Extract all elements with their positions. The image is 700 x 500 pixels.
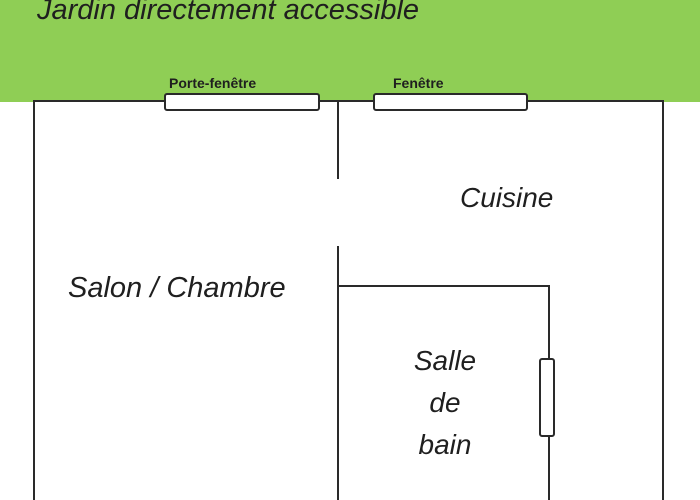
bathroom-top-wall xyxy=(337,285,550,287)
fenetre-opening xyxy=(373,93,528,111)
fenetre-label: Fenêtre xyxy=(393,75,444,91)
salle-de-bain-line-1: Salle xyxy=(413,345,477,376)
cuisine-label: Cuisine xyxy=(460,182,554,213)
porte-fenetre-label: Porte-fenêtre xyxy=(169,75,257,91)
porte-fenetre-opening xyxy=(164,93,320,111)
salle-de-bain-line-2: de xyxy=(429,387,461,418)
garden-title: Jardin directement accessible xyxy=(37,0,420,26)
right-wall xyxy=(662,100,664,500)
partition-wall-lower xyxy=(337,246,339,500)
top-wall xyxy=(33,100,664,102)
garden-area: Jardin directement accessible xyxy=(0,0,700,102)
left-wall xyxy=(33,100,35,500)
salle-de-bain-line-3: bain xyxy=(418,429,472,460)
salle-de-bain-label: Salle de bain xyxy=(400,340,490,466)
bathroom-door xyxy=(539,358,555,437)
partition-wall-upper xyxy=(337,100,339,179)
salon-chambre-label: Salon / Chambre xyxy=(68,272,286,304)
